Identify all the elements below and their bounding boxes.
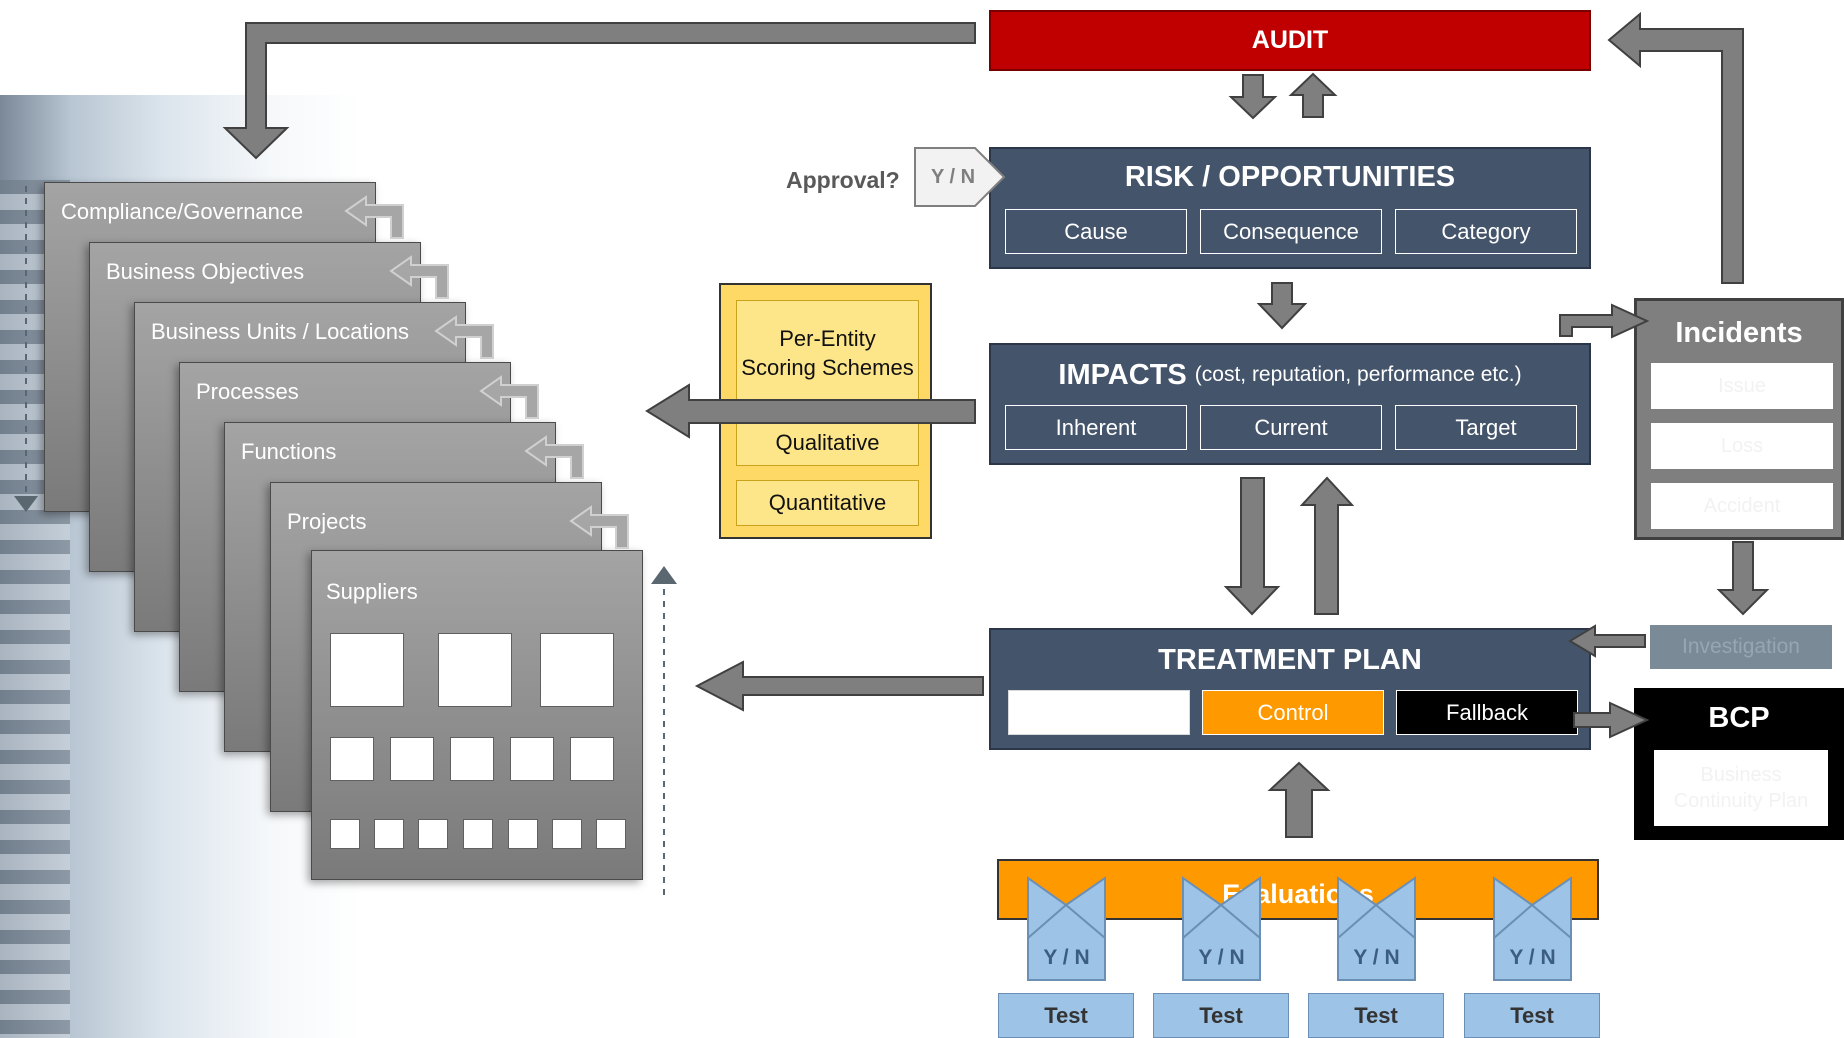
risk-opportunities-box: RISK / OPPORTUNITIES Cause Consequence C… bbox=[989, 147, 1591, 269]
test-box-1: Test bbox=[998, 993, 1134, 1038]
layer-label: Projects bbox=[287, 509, 367, 534]
layer-label: Business Units / Locations bbox=[151, 319, 410, 344]
impacts-current-cell: Current bbox=[1200, 405, 1382, 450]
scoring-title-line1: Per-Entity bbox=[779, 326, 876, 351]
risk-cause-cell: Cause bbox=[1005, 209, 1187, 254]
supplier-square bbox=[570, 737, 614, 781]
risk-title: RISK / OPPORTUNITIES bbox=[1124, 160, 1456, 193]
supplier-square bbox=[330, 737, 374, 781]
risk-category-cell: Category bbox=[1395, 209, 1577, 254]
treatment-empty-cell bbox=[1008, 690, 1190, 735]
supplier-square bbox=[330, 819, 360, 849]
supplier-square bbox=[390, 737, 434, 781]
audit-up-arrow bbox=[1288, 72, 1338, 118]
quantitative-box: Quantitative bbox=[736, 480, 919, 526]
audit-title: AUDIT bbox=[1251, 26, 1329, 54]
treatment-up-arrow bbox=[1299, 476, 1355, 615]
impacts-box: IMPACTS (cost, reputation, performance e… bbox=[989, 343, 1591, 465]
incident-accident-item: Accident bbox=[1651, 483, 1833, 529]
layer-label: Processes bbox=[196, 379, 299, 404]
layer-label: Suppliers bbox=[326, 579, 418, 604]
impacts-title: IMPACTS bbox=[1058, 358, 1187, 391]
incidents-box: Incidents Issue Loss Accident bbox=[1634, 298, 1844, 540]
scoring-title-line2: Scoring Schemes bbox=[741, 355, 914, 380]
supplier-square bbox=[510, 737, 554, 781]
dashed-up-arrowhead bbox=[651, 566, 677, 584]
supplier-square bbox=[418, 819, 448, 849]
scoring-schemes-box: Per-Entity Scoring Schemes Qualitative Q… bbox=[719, 283, 932, 539]
layer-label: Business Objectives bbox=[106, 259, 305, 284]
incidents-to-investigation-arrow bbox=[1716, 541, 1770, 616]
supplier-square bbox=[540, 633, 614, 707]
evaluation-yn-3: Y / N bbox=[1353, 946, 1400, 969]
impacts-target-cell: Target bbox=[1395, 405, 1577, 450]
evaluation-yn-2: Y / N bbox=[1198, 946, 1245, 969]
treatment-title: TREATMENT PLAN bbox=[1158, 643, 1422, 676]
treatment-fallback-cell: Fallback bbox=[1396, 690, 1578, 735]
impacts-subtitle: (cost, reputation, performance etc.) bbox=[1194, 363, 1522, 386]
evaluations-bar: Evaluations bbox=[997, 859, 1599, 920]
supplier-square bbox=[438, 633, 512, 707]
bcp-subtitle-line2: Continuity Plan bbox=[1673, 790, 1809, 812]
supplier-square bbox=[450, 737, 494, 781]
supplier-square bbox=[552, 819, 582, 849]
bcp-title: BCP bbox=[1708, 701, 1770, 734]
supplier-square bbox=[508, 819, 538, 849]
treatment-to-layers-arrow bbox=[694, 660, 984, 712]
treatment-plan-box: TREATMENT PLAN Control Fallback bbox=[989, 628, 1591, 750]
qualitative-box: Qualitative bbox=[736, 420, 919, 466]
test-box-4: Test bbox=[1464, 993, 1600, 1038]
treatment-control-cell: Control bbox=[1202, 690, 1384, 735]
scoring-title-box: Per-Entity Scoring Schemes bbox=[736, 300, 919, 406]
evaluations-to-treatment-arrow bbox=[1267, 761, 1331, 838]
evaluation-yn-1: Y / N bbox=[1043, 946, 1090, 969]
supplier-square bbox=[330, 633, 404, 707]
approval-yn-text: Y / N bbox=[930, 165, 976, 188]
layer-label: Functions bbox=[241, 439, 337, 464]
supplier-square bbox=[463, 819, 493, 849]
layer-label: Compliance/Governance bbox=[61, 199, 304, 224]
evaluations-title: Evaluations bbox=[1222, 879, 1374, 909]
risk-to-impacts-arrow bbox=[1256, 282, 1308, 330]
bcp-box: BCP Business Continuity Plan bbox=[1634, 688, 1844, 840]
test-box-2: Test bbox=[1153, 993, 1289, 1038]
incident-issue-item: Issue bbox=[1651, 363, 1833, 409]
incident-loss-item: Loss bbox=[1651, 423, 1833, 469]
audit-down-arrow bbox=[1228, 74, 1278, 120]
supplier-square bbox=[596, 819, 626, 849]
layer-suppliers: Suppliers bbox=[311, 550, 643, 880]
incidents-to-audit-arrow bbox=[1607, 11, 1744, 284]
risk-consequence-cell: Consequence bbox=[1200, 209, 1382, 254]
bcp-subtitle-line1: Business bbox=[1700, 764, 1782, 786]
supplier-square bbox=[374, 819, 404, 849]
bcp-subtitle-box: Business Continuity Plan bbox=[1654, 750, 1828, 826]
investigation-box: Investigation bbox=[1650, 625, 1832, 669]
impacts-inherent-cell: Inherent bbox=[1005, 405, 1187, 450]
test-box-3: Test bbox=[1308, 993, 1444, 1038]
evaluation-yn-4: Y / N bbox=[1509, 946, 1556, 969]
audit-box: AUDIT bbox=[989, 10, 1591, 71]
impacts-heading: IMPACTS (cost, reputation, performance e… bbox=[991, 357, 1589, 393]
incidents-title: Incidents bbox=[1675, 316, 1803, 349]
impacts-down-arrow bbox=[1223, 477, 1281, 616]
approval-label: Approval? bbox=[786, 167, 900, 193]
